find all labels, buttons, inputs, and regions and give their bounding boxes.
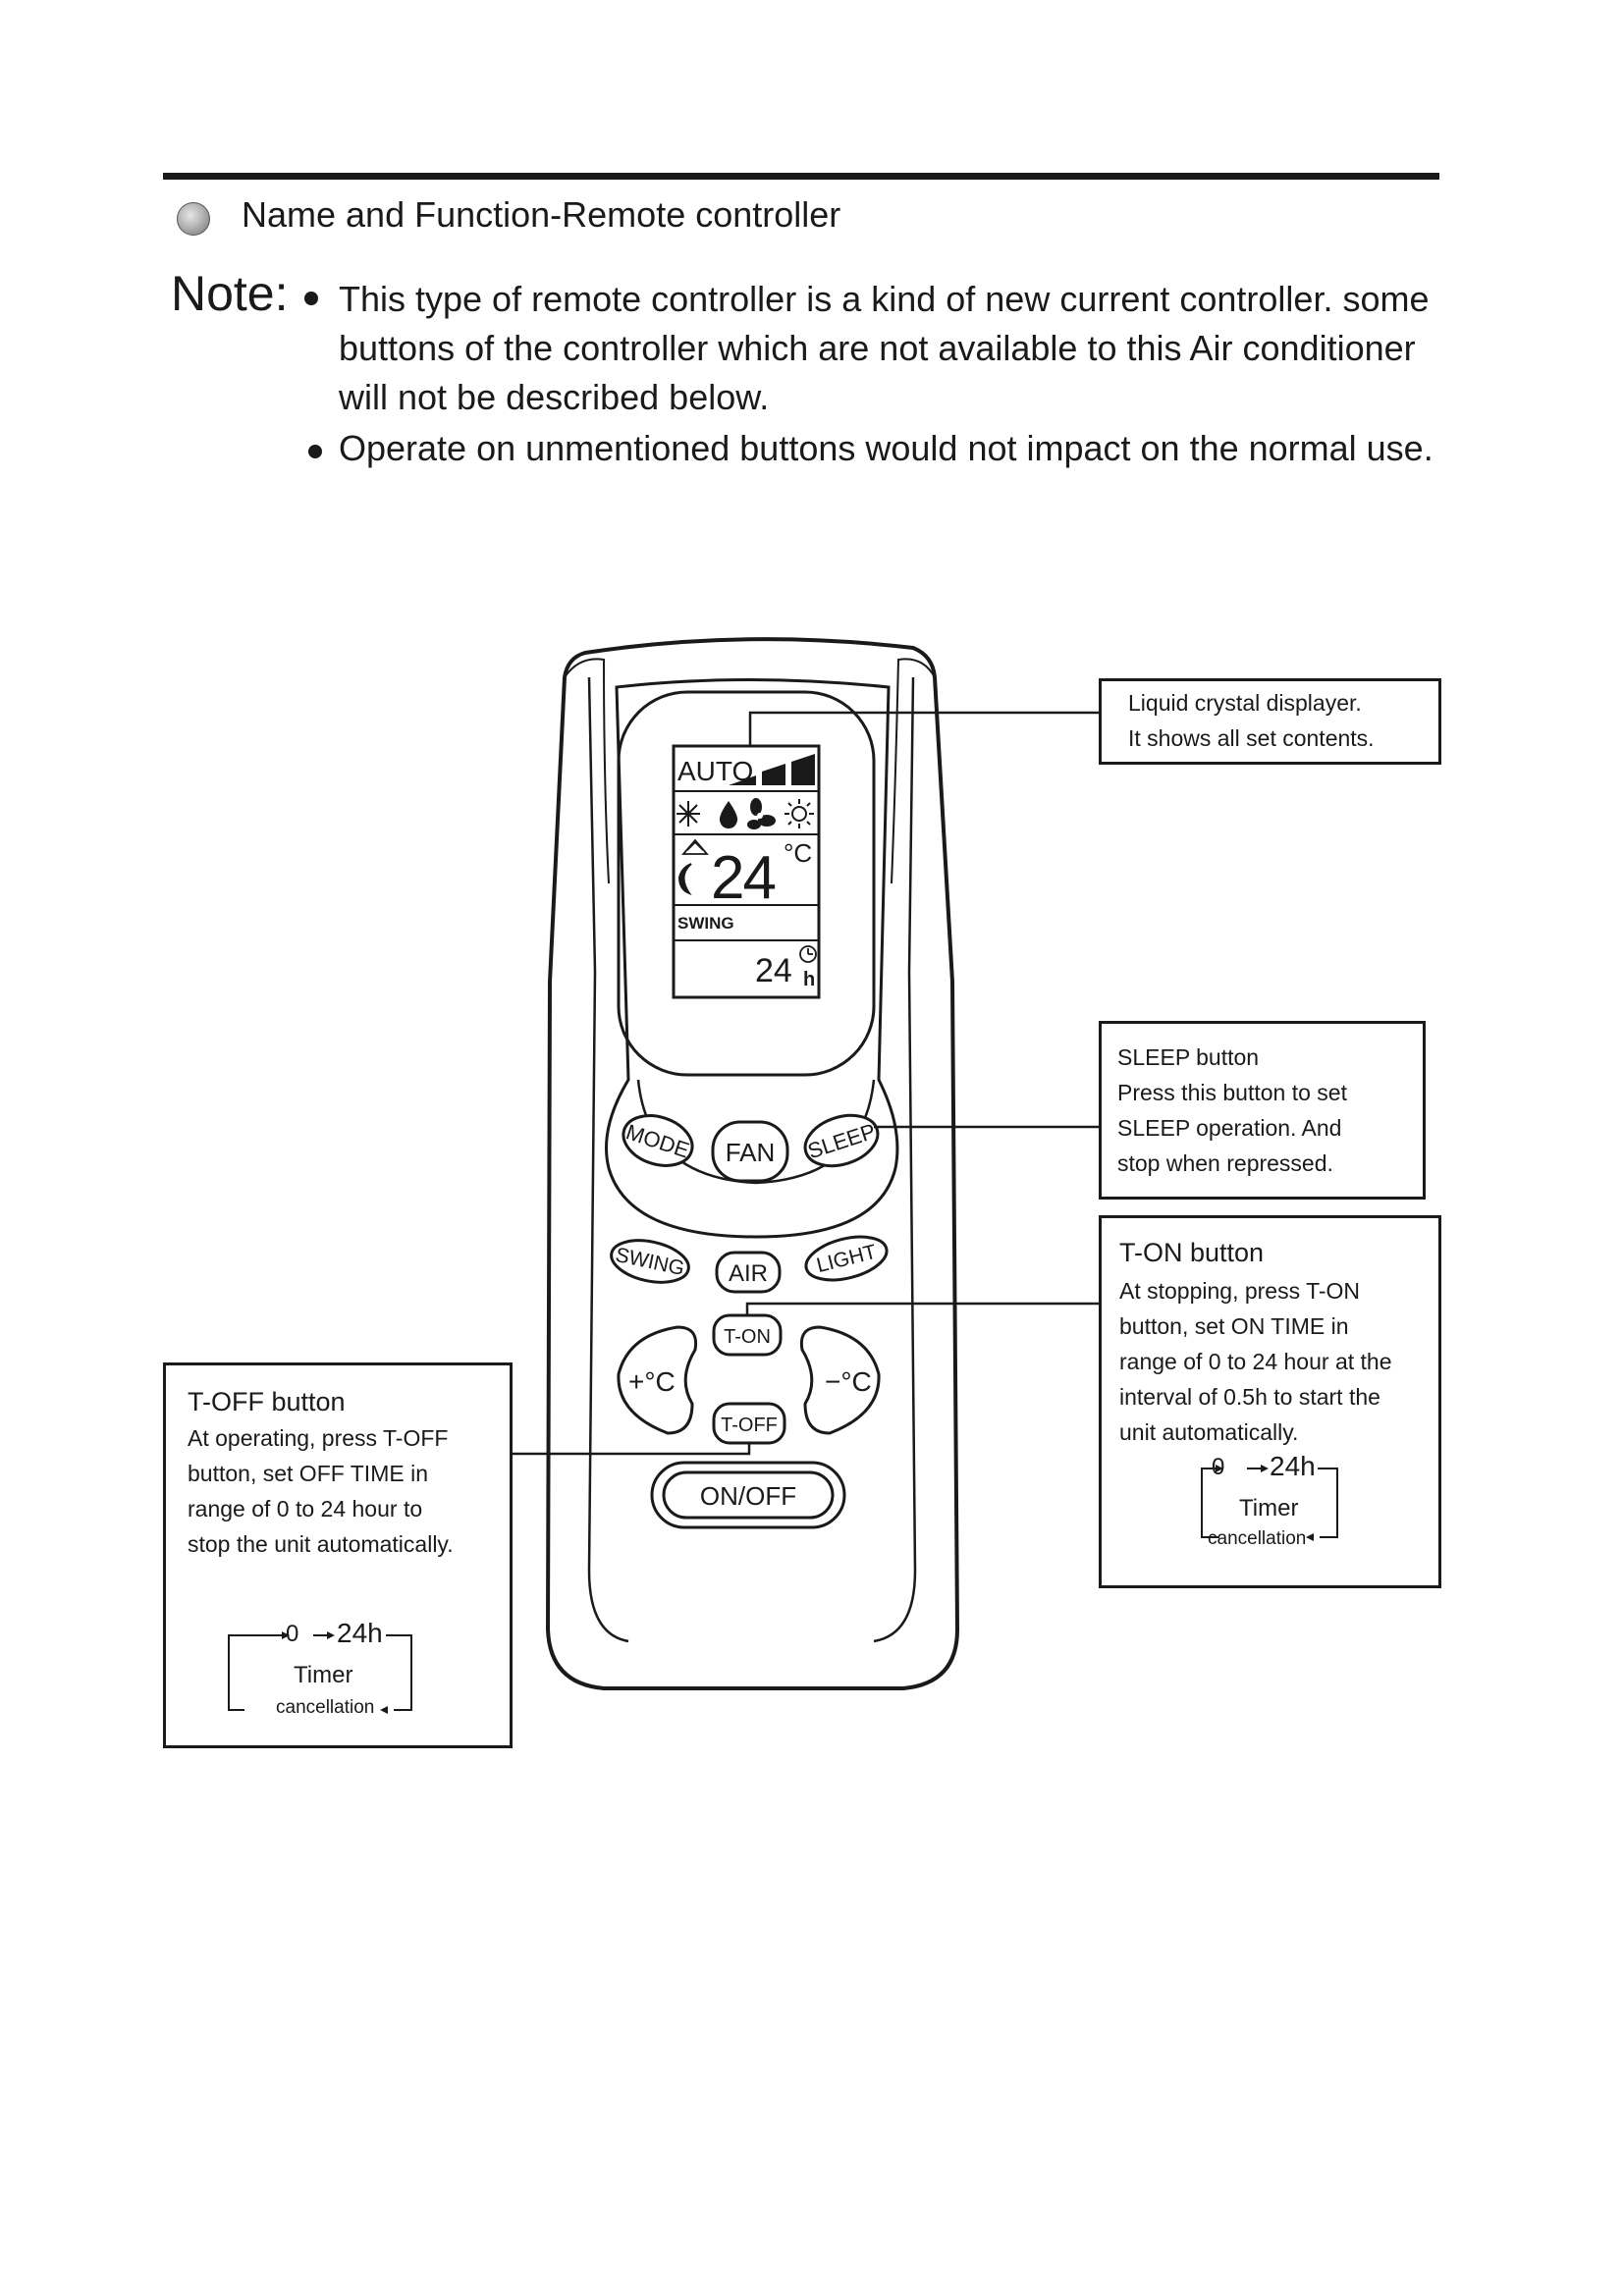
- temp-down-button: [799, 1325, 881, 1435]
- t-on-callout-line-1: At stopping, press T-ON: [1119, 1278, 1361, 1304]
- note-line-1: This type of remote controller is a kind…: [339, 279, 1430, 319]
- swing-button: SWING: [610, 1239, 690, 1284]
- section-bullet-icon: [177, 202, 210, 236]
- fan-speed-bar-1: [729, 775, 756, 785]
- lcd-temperature: 24: [711, 844, 775, 912]
- sleep-callout-line-3: stop when repressed.: [1117, 1150, 1333, 1176]
- temp-up-button: [617, 1325, 698, 1435]
- lcd-temp-unit: °C: [784, 838, 812, 868]
- clock-icon: [799, 945, 817, 963]
- lcd-callout-line-2: It shows all set contents.: [1128, 725, 1375, 751]
- sleep-callout-title: SLEEP button: [1117, 1044, 1260, 1070]
- sleep-moon-icon: [677, 863, 692, 896]
- sleep-callout-line-2: SLEEP operation. And: [1117, 1115, 1342, 1141]
- lcd-screen: [672, 744, 821, 999]
- on-off-button: ON/OFF: [650, 1461, 846, 1529]
- upper-panel: [605, 678, 899, 1239]
- lcd-leader-line: [748, 711, 1100, 746]
- note-line-2: buttons of the controller which are not …: [339, 328, 1416, 368]
- air-button: AIR: [715, 1251, 782, 1294]
- swing-icon: [681, 838, 709, 855]
- t-on-button: T-ON: [712, 1313, 783, 1357]
- t-off-callout-title: T-OFF button: [188, 1387, 346, 1416]
- t-off-callout-line-2: button, set OFF TIME in: [188, 1461, 428, 1486]
- fan-icon: [747, 798, 776, 829]
- lcd-swing: SWING: [677, 914, 734, 933]
- note-label: Note:: [171, 266, 289, 321]
- t-off-callout-line-1: At operating, press T-OFF: [188, 1425, 449, 1451]
- fan-button: FAN: [711, 1120, 789, 1183]
- note-line-3: will not be described below.: [339, 377, 770, 417]
- svg-text:ON/OFF: ON/OFF: [700, 1481, 796, 1511]
- section-title: Name and Function-Remote controller: [242, 194, 841, 235]
- t-off-timer-cycle-diagram: [228, 1631, 412, 1714]
- t-on-callout-line-5: unit automatically.: [1119, 1419, 1299, 1445]
- svg-text:T-OFF: T-OFF: [721, 1415, 778, 1436]
- t-on-callout-line-4: interval of 0.5h to start the: [1119, 1384, 1380, 1410]
- svg-text:AIR: AIR: [729, 1260, 768, 1287]
- water-drop-icon: [719, 801, 738, 828]
- t-off-timer-cancel: cancellation: [276, 1697, 375, 1718]
- sleep-callout-line-1: Press this button to set: [1117, 1080, 1347, 1105]
- t-on-callout-line-2: button, set ON TIME in: [1119, 1313, 1349, 1339]
- t-off-callout-line-3: range of 0 to 24 hour to: [188, 1496, 423, 1522]
- t-off-timer-start: 0: [286, 1621, 299, 1647]
- header-rule: [163, 173, 1439, 180]
- svg-text:−°C: −°C: [825, 1366, 872, 1397]
- lcd-callout: Liquid crystal displayer. It shows all s…: [1099, 678, 1441, 765]
- t-on-leader-line: [745, 1302, 1101, 1315]
- svg-text:T-ON: T-ON: [724, 1326, 771, 1348]
- t-off-leader-line: [512, 1443, 751, 1456]
- t-off-button: T-OFF: [712, 1402, 786, 1445]
- light-button: LIGHT: [804, 1235, 889, 1282]
- lcd-callout-line-1: Liquid crystal displayer.: [1128, 690, 1362, 716]
- sleep-callout: SLEEP button Press this button to set SL…: [1099, 1021, 1426, 1200]
- svg-text:+°C: +°C: [628, 1366, 676, 1397]
- note-bullet-icon: [304, 292, 318, 305]
- t-off-callout: T-OFF button At operating, press T-OFF b…: [163, 1362, 513, 1748]
- snowflake-icon: [676, 801, 700, 827]
- sun-icon: [784, 799, 814, 828]
- note-line-4: Operate on unmentioned buttons would not…: [339, 428, 1434, 468]
- sleep-button: SLEEP: [803, 1113, 880, 1168]
- t-on-callout: T-ON button At stopping, press T-ON butt…: [1099, 1215, 1441, 1588]
- note-bullet-icon: [308, 445, 322, 458]
- t-off-timer-end: 24h: [337, 1618, 383, 1648]
- fan-speed-bar-2: [762, 764, 785, 785]
- t-on-callout-line-3: range of 0 to 24 hour at the: [1119, 1349, 1392, 1374]
- lcd-timer-unit: h: [803, 969, 815, 990]
- fan-speed-bar-3: [791, 754, 815, 785]
- t-off-callout-line-4: stop the unit automatically.: [188, 1531, 454, 1557]
- t-on-timer-cycle-diagram: [1201, 1465, 1338, 1541]
- lcd-timer-value: 24: [755, 952, 792, 989]
- t-on-timer-cancel: cancellation: [1208, 1528, 1307, 1549]
- t-on-timer-label: Timer: [1239, 1495, 1299, 1522]
- t-on-timer-start: 0: [1212, 1454, 1225, 1480]
- t-off-timer-label: Timer: [294, 1662, 353, 1688]
- t-on-callout-title: T-ON button: [1119, 1238, 1265, 1267]
- mode-button: MODE: [622, 1114, 694, 1167]
- svg-text:FAN: FAN: [726, 1138, 776, 1167]
- t-on-timer-end: 24h: [1270, 1451, 1316, 1481]
